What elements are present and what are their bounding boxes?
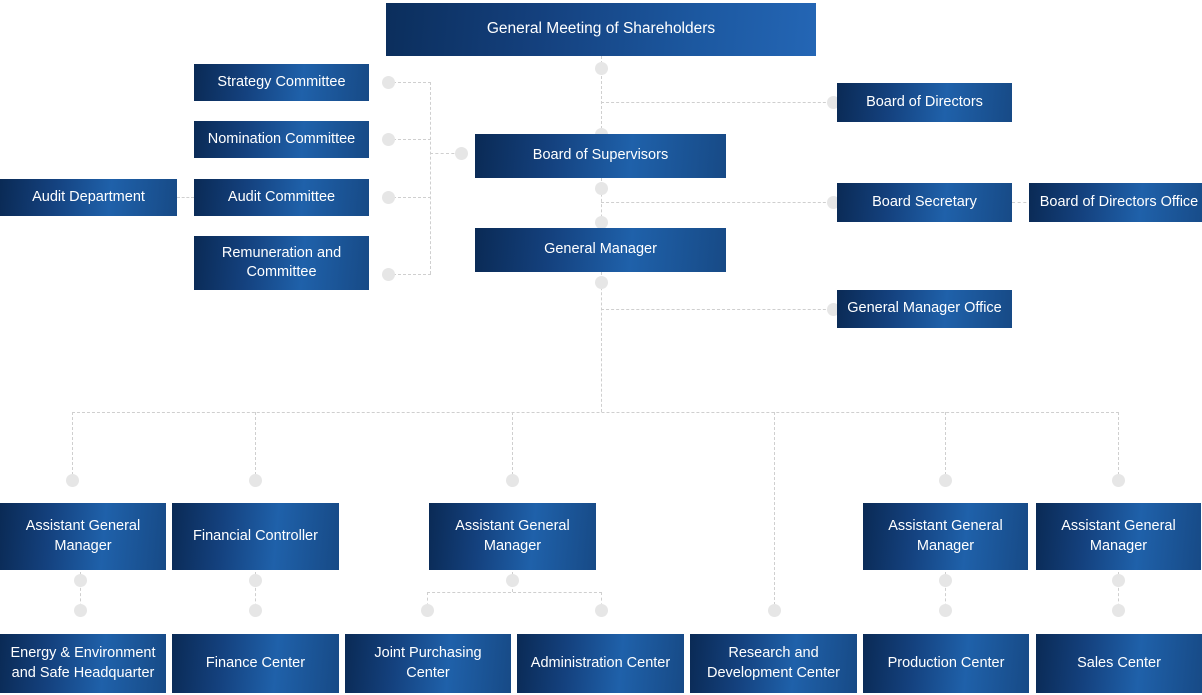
connector-audit-committee bbox=[388, 197, 431, 198]
connector-agm4-to-sales bbox=[1118, 572, 1119, 612]
dot-rd-center-top bbox=[768, 604, 781, 617]
dot-agm1-bottom bbox=[74, 574, 87, 587]
node-board-of-directors-office[interactable]: Board of Directors Office bbox=[1029, 183, 1202, 222]
dot-shareholders-bottom bbox=[595, 62, 608, 75]
dot-strategy-committee-right bbox=[382, 76, 395, 89]
node-remuneration-and-committee[interactable]: Remuneration and Committee bbox=[194, 236, 369, 290]
connector-to-board-of-directors bbox=[601, 102, 841, 103]
connector-audit-department bbox=[177, 197, 194, 198]
dot-remuneration-committee-right bbox=[382, 268, 395, 281]
connector-spine-mid bbox=[601, 178, 602, 228]
node-assistant-general-manager-2[interactable]: Assistant General Manager bbox=[429, 503, 596, 570]
node-assistant-general-manager-1[interactable]: Assistant General Manager bbox=[0, 503, 166, 570]
connector-spine-top bbox=[601, 56, 602, 134]
dot-agm2-top bbox=[506, 474, 519, 487]
connector-agm2-split-bar bbox=[427, 592, 602, 593]
dot-production-top bbox=[939, 604, 952, 617]
node-board-secretary[interactable]: Board Secretary bbox=[837, 183, 1012, 222]
dot-nomination-committee-right bbox=[382, 133, 395, 146]
connector-agm2-to-joint-purchasing bbox=[427, 592, 428, 612]
node-assistant-general-manager-3[interactable]: Assistant General Manager bbox=[863, 503, 1028, 570]
connector-drop-agm3 bbox=[945, 412, 946, 480]
dot-board-of-directors-left bbox=[827, 96, 840, 109]
dot-financial-controller-bottom bbox=[249, 574, 262, 587]
connector-nomination-committee bbox=[388, 139, 431, 140]
dot-agm4-bottom bbox=[1112, 574, 1125, 587]
dot-supervisors-left bbox=[455, 147, 468, 160]
connector-distribution-bar bbox=[72, 412, 1119, 413]
connector-strategy-committee bbox=[388, 82, 431, 83]
connector-committee-rail bbox=[430, 82, 431, 274]
node-general-manager-office[interactable]: General Manager Office bbox=[837, 290, 1012, 328]
connector-agm3-to-production bbox=[945, 572, 946, 612]
dot-financial-controller-top bbox=[249, 474, 262, 487]
connector-remuneration-committee bbox=[388, 274, 431, 275]
dot-agm3-bottom bbox=[939, 574, 952, 587]
dot-agm2-bottom bbox=[506, 574, 519, 587]
dot-administration-top bbox=[595, 604, 608, 617]
connector-secretary-to-bod-office bbox=[1012, 202, 1032, 203]
dot-agm3-top bbox=[939, 474, 952, 487]
connector-committee-rail-to-supervisors bbox=[430, 153, 465, 154]
node-assistant-general-manager-4[interactable]: Assistant General Manager bbox=[1036, 503, 1201, 570]
connector-to-gm-office bbox=[601, 309, 841, 310]
dot-joint-purchasing-top bbox=[421, 604, 434, 617]
node-energy-environment-safe-headquarter[interactable]: Energy & Environment and Safe Headquarte… bbox=[0, 634, 166, 693]
connector-drop-agm2 bbox=[512, 412, 513, 480]
node-board-of-directors[interactable]: Board of Directors bbox=[837, 83, 1012, 122]
connector-drop-agm1 bbox=[72, 412, 73, 480]
connector-drop-agm4 bbox=[1118, 412, 1119, 480]
node-board-of-supervisors[interactable]: Board of Supervisors bbox=[475, 134, 726, 178]
dot-sales-top bbox=[1112, 604, 1125, 617]
dot-gm-office-left bbox=[827, 303, 840, 316]
dot-gm-bottom bbox=[595, 276, 608, 289]
dot-board-secretary-left bbox=[827, 196, 840, 209]
connector-agm2-to-administration bbox=[601, 592, 602, 612]
node-audit-department[interactable]: Audit Department bbox=[0, 179, 177, 216]
dot-supervisors-bottom bbox=[595, 182, 608, 195]
connector-to-board-secretary bbox=[601, 202, 841, 203]
connector-drop-rd bbox=[774, 412, 775, 610]
node-finance-center[interactable]: Finance Center bbox=[172, 634, 339, 693]
node-general-meeting-of-shareholders[interactable]: General Meeting of Shareholders bbox=[386, 3, 816, 56]
node-nomination-committee[interactable]: Nomination Committee bbox=[194, 121, 369, 158]
dot-energy-top bbox=[74, 604, 87, 617]
dot-finance-center-top bbox=[249, 604, 262, 617]
connector-agm1-to-energy bbox=[80, 572, 81, 612]
dot-gm-top bbox=[595, 216, 608, 229]
node-strategy-committee[interactable]: Strategy Committee bbox=[194, 64, 369, 101]
node-production-center[interactable]: Production Center bbox=[863, 634, 1029, 693]
connector-spine-lower bbox=[601, 272, 602, 412]
node-financial-controller[interactable]: Financial Controller bbox=[172, 503, 339, 570]
connector-drop-financial-controller bbox=[255, 412, 256, 480]
node-joint-purchasing-center[interactable]: Joint Purchasing Center bbox=[345, 634, 511, 693]
dot-agm4-top bbox=[1112, 474, 1125, 487]
dot-audit-committee-right bbox=[382, 191, 395, 204]
dot-agm1-top bbox=[66, 474, 79, 487]
node-audit-committee[interactable]: Audit Committee bbox=[194, 179, 369, 216]
node-administration-center[interactable]: Administration Center bbox=[517, 634, 684, 693]
node-sales-center[interactable]: Sales Center bbox=[1036, 634, 1202, 693]
node-research-and-development-center[interactable]: Research and Development Center bbox=[690, 634, 857, 693]
node-general-manager[interactable]: General Manager bbox=[475, 228, 726, 272]
connector-fc-to-finance bbox=[255, 572, 256, 612]
